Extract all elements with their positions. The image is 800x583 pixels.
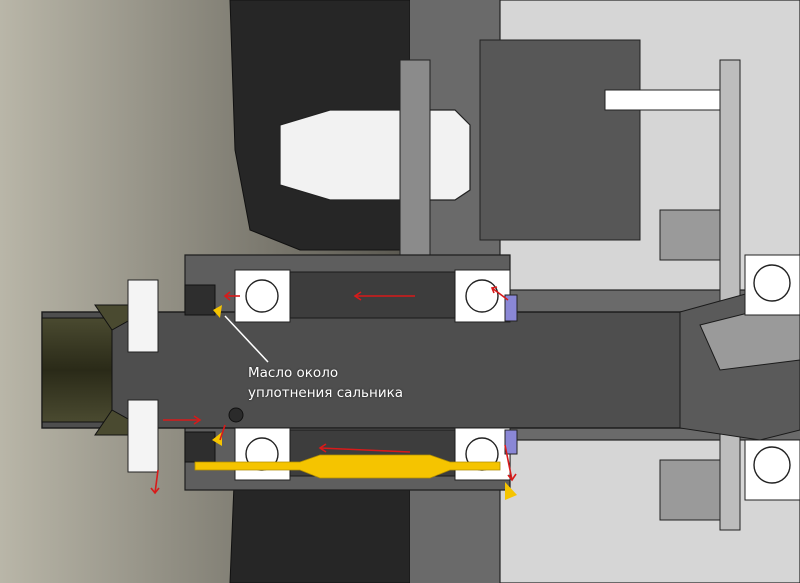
oil-near-seal-label: Масло около уплотнения сальника	[248, 363, 428, 403]
housing-plate-top	[479, 39, 641, 241]
cap-flange	[399, 59, 431, 261]
oil-seal-upper	[184, 284, 216, 316]
bearing-icon	[753, 264, 791, 302]
bearing-icon	[753, 446, 791, 484]
oil-seal-lower	[184, 431, 216, 463]
oil-drop-right	[505, 482, 517, 500]
oil-channel-icon	[194, 454, 501, 479]
oil-drop-lower	[212, 432, 222, 446]
seal-lower	[504, 429, 518, 455]
leader-line-icon	[224, 315, 269, 363]
main-shaft	[41, 311, 743, 429]
flange-upper	[127, 279, 159, 353]
flow-arrow-icon	[150, 286, 517, 495]
input-cap	[279, 109, 471, 201]
seal-upper	[504, 294, 518, 322]
grease-nipple	[228, 407, 244, 423]
pin-top	[604, 89, 726, 111]
flange-lower	[127, 399, 159, 473]
bearing-icon	[465, 279, 499, 313]
label-line-1: Масло около	[248, 365, 339, 381]
bearing-icon	[245, 279, 279, 313]
oil-drop-upper	[213, 305, 222, 318]
threaded-end	[41, 317, 113, 423]
right-bracket	[719, 59, 741, 531]
bearing-spacer-upper	[289, 271, 456, 319]
label-line-2: уплотнения сальника	[248, 385, 404, 401]
